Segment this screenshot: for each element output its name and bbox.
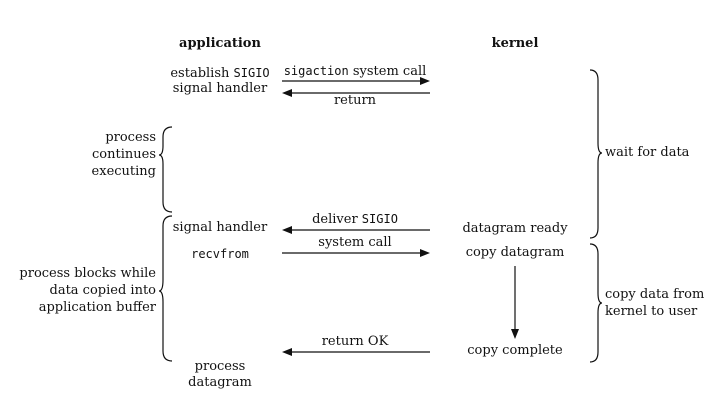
note-process-blocks-3: application buffer bbox=[38, 300, 156, 315]
deliver-text: deliver bbox=[312, 212, 362, 227]
arrow-system-call bbox=[282, 249, 430, 257]
brace-process-continues bbox=[158, 126, 173, 213]
deliver-sigio-label: deliver SIGIO bbox=[280, 211, 430, 228]
note-process-continues-3: executing bbox=[91, 164, 156, 179]
arrow-sigaction-system-call bbox=[282, 77, 430, 85]
note-process-continues-2: continues bbox=[92, 147, 156, 162]
brace-copy-data bbox=[589, 243, 603, 363]
arrow-return bbox=[282, 89, 430, 97]
note-wait-for-data: wait for data bbox=[605, 145, 690, 160]
sigaction-code: sigaction bbox=[283, 64, 349, 78]
copy-datagram-label: copy datagram bbox=[465, 245, 565, 260]
signal-handler-label-2: signal handler bbox=[172, 220, 268, 235]
datagram-ready-label: datagram ready bbox=[462, 221, 568, 236]
recvfrom-label: recvfrom bbox=[191, 247, 249, 261]
process-datagram-line2: datagram bbox=[188, 375, 252, 390]
return-ok-label: return OK bbox=[321, 334, 389, 349]
arrow-deliver-sigio bbox=[282, 226, 430, 234]
sigaction-system-call-label: sigaction system call bbox=[280, 63, 430, 80]
note-process-continues-1: process bbox=[105, 130, 156, 145]
copy-complete-label: copy complete bbox=[467, 343, 563, 358]
note-process-blocks-2: data copied into bbox=[49, 283, 157, 298]
note-copy-data-1: copy data from bbox=[605, 287, 705, 302]
brace-wait-for-data bbox=[589, 69, 603, 239]
deliver-sigio-code: SIGIO bbox=[361, 212, 398, 226]
system-call-label: system call bbox=[318, 235, 392, 250]
signal-handler-label-1: signal handler bbox=[172, 81, 268, 96]
note-copy-data-2: kernel to user bbox=[605, 304, 698, 319]
header-kernel: kernel bbox=[491, 36, 539, 51]
arrow-copy-datagram-down bbox=[511, 266, 519, 339]
process-datagram-line1: process bbox=[194, 359, 246, 374]
header-application: application bbox=[179, 36, 261, 51]
establish-sigio-label: establish SIGIO bbox=[160, 65, 280, 82]
return-label: return bbox=[333, 93, 377, 108]
establish-sigio-code: SIGIO bbox=[233, 66, 270, 80]
sigaction-rest: system call bbox=[348, 64, 427, 79]
establish-text: establish bbox=[170, 66, 234, 81]
brace-process-blocks bbox=[158, 215, 173, 362]
note-process-blocks-1: process blocks while bbox=[19, 266, 156, 281]
arrow-return-ok bbox=[282, 348, 430, 356]
